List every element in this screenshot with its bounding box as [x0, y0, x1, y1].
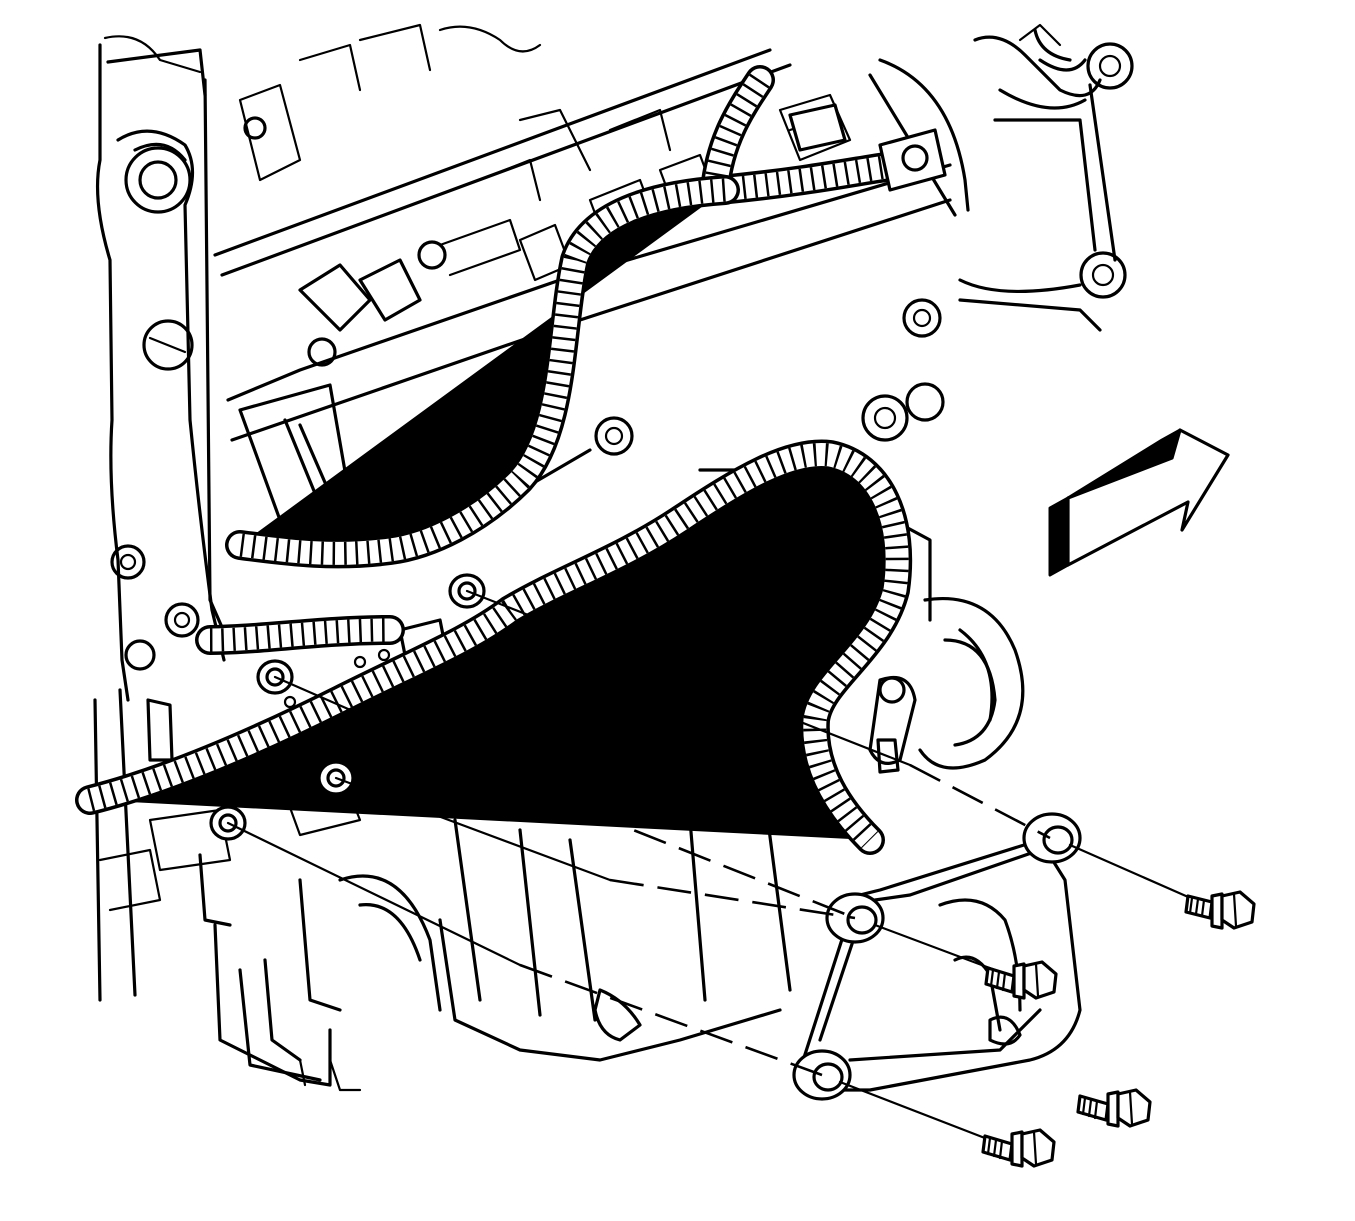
bolt-middle	[984, 960, 1058, 1000]
front-direction-arrow-icon	[1048, 428, 1230, 577]
harness-connector	[878, 128, 947, 192]
bolt-lower-right	[1076, 1088, 1152, 1128]
bolt-upper	[1184, 890, 1256, 930]
alignment-lines	[226, 589, 1197, 1142]
upper-right-manifold	[958, 23, 1134, 332]
wiring-harness	[90, 80, 947, 840]
bolt-lower	[981, 1128, 1056, 1168]
engine-front-cover	[95, 35, 234, 702]
bracket-boss-upper	[1022, 812, 1082, 864]
mounting-bracket	[792, 812, 1082, 1101]
